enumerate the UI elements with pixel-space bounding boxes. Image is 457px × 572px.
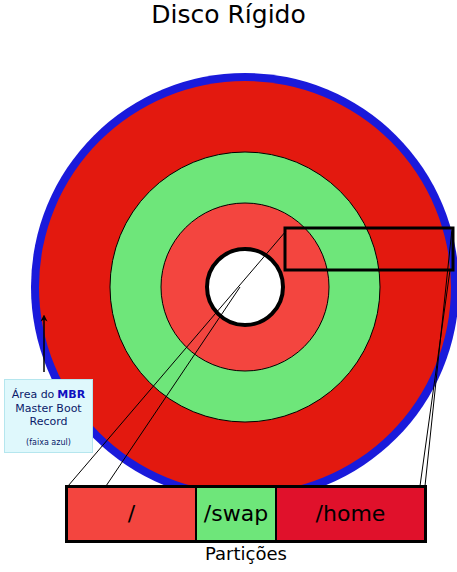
text-line: /swap <box>204 501 268 527</box>
callout-text: MBR <box>57 388 85 401</box>
group-label: Partições <box>205 543 287 564</box>
text-line: Área doMBR <box>12 383 85 402</box>
text-line: / <box>128 501 135 527</box>
partition-bar: Partições//swap/home <box>65 485 427 543</box>
swap-ring <box>110 152 380 422</box>
mbr-callout: Área doMBRMaster Boot Record (faixa azul) <box>4 379 93 453</box>
text-line: (faixa azul) <box>26 430 71 449</box>
mbr-band <box>31 73 457 501</box>
callout-text: (faixa azul) <box>26 438 71 447</box>
partition-label: / <box>128 501 135 526</box>
text-line: /home <box>316 501 386 527</box>
root-partition: / <box>68 488 195 540</box>
home-partition: /home <box>277 488 424 540</box>
partition-label: /swap <box>204 501 268 526</box>
leader-line <box>68 231 286 486</box>
leader-line <box>106 287 240 486</box>
callout-text: Master Boot Record <box>14 402 84 428</box>
text-line: Partições <box>48 543 444 565</box>
diagram-title: Disco Rígido <box>0 0 457 30</box>
home-ring <box>39 81 451 493</box>
callout-text: Área do <box>12 388 55 401</box>
leader-line <box>420 270 450 486</box>
swap-partition: /swap <box>197 488 275 540</box>
leader-line <box>425 229 452 486</box>
text-line: Master Boot Record <box>14 402 84 429</box>
spindle-hole <box>207 249 283 325</box>
partition-label: /home <box>316 501 386 526</box>
sector-frame <box>285 228 453 270</box>
pointer-arrow <box>43 318 45 372</box>
